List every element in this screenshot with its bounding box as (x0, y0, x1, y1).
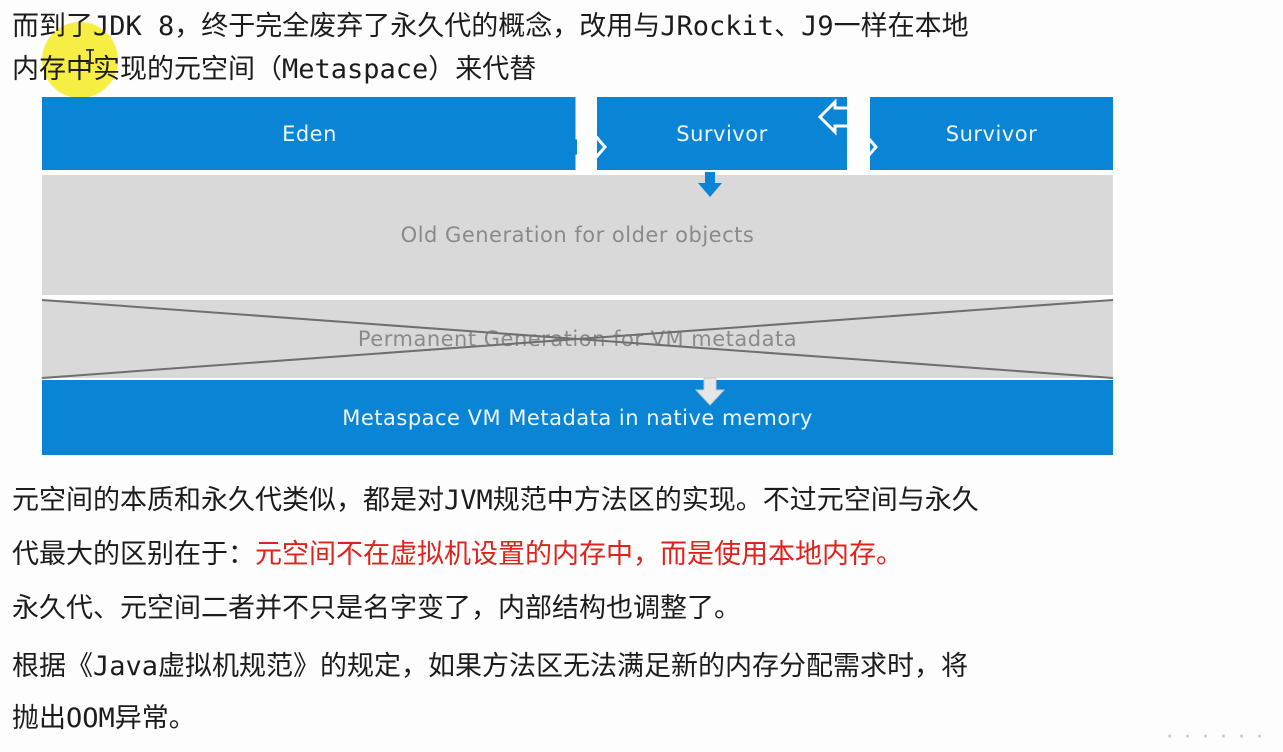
body-paragraph-1-line-2: 代最大的区别在于：元空间不在虚拟机设置的内存中，而是使用本地内存。 (12, 535, 903, 575)
text-cursor-icon: I (84, 45, 97, 69)
metaspace: Metaspace VM Metadata in native memory (42, 380, 1113, 455)
body-paragraph-1-line-1: 元空间的本质和永久代类似，都是对JVM规范中方法区的实现。不过元空间与永久 (12, 485, 979, 516)
eden-space: Eden (42, 97, 577, 170)
survivor-swap-arrow-icon (817, 97, 878, 170)
survivor-space-to: Survivor (870, 97, 1113, 170)
survivor-to-label: Survivor (945, 121, 1038, 146)
survivor-to-old-arrow-icon (698, 172, 722, 197)
old-generation-label: Old Generation for older objects (400, 223, 755, 247)
body-paragraph-2: 永久代、元空间二者并不只是名字变了，内部结构也调整了。 (12, 593, 741, 624)
body-paragraph-3-line-2: 抛出OOM异常。 (12, 703, 196, 734)
perm-to-metaspace-arrow-icon (694, 377, 726, 406)
mouse-cursor-highlight (42, 22, 118, 98)
strike-line-2 (41, 299, 1114, 379)
watermark-logo: · · · · · · (1166, 725, 1265, 750)
survivor-space-from: Survivor (597, 97, 847, 170)
intro-line-2: 内存中实现的元空间（Metaspace）来代替 (12, 54, 537, 85)
intro-line-1: 而到了JDK 8，终于完全废弃了永久代的概念，改用与JRockit、J9一样在本… (12, 11, 969, 42)
old-generation: Old Generation for older objects (42, 175, 1113, 295)
eden-label: Eden (282, 121, 337, 146)
body-paragraph-3-line-1: 根据《Java虚拟机规范》的规定，如果方法区无法满足新的内存分配需求时，将 (12, 651, 969, 682)
body-paragraph-1-prefix: 代最大的区别在于： (12, 539, 255, 570)
survivor-from-label: Survivor (676, 121, 768, 146)
highlight-native-memory: 元空间不在虚拟机设置的内存中，而是使用本地内存。 (255, 539, 903, 570)
eden-to-survivor-arrow-icon (575, 97, 607, 170)
metaspace-label: Metaspace VM Metadata in native memory (342, 405, 813, 430)
